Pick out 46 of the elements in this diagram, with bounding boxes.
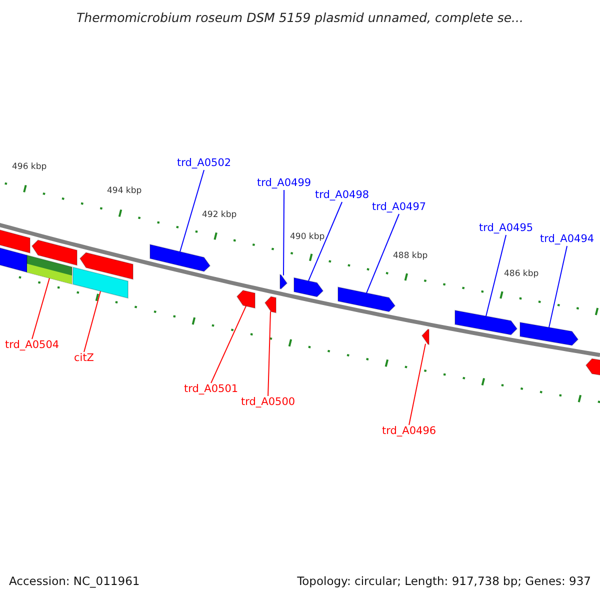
gene-block [236,290,256,309]
scale-label: 492 kbp [202,209,237,222]
leader-line [268,311,271,396]
gene-label: trd_A0494 [540,233,594,246]
gene-block [72,266,128,299]
gene-label: trd_A0495 [479,222,534,235]
gene-block [31,240,78,266]
gene-block [421,328,430,346]
leader-line [548,246,568,328]
gene-label: trd_A0496 [382,425,436,438]
scale-label: 494 kbp [107,185,142,198]
gene-label: trd_A0502 [177,157,232,170]
leader-line [408,343,426,426]
gene-label: trd_A0498 [315,189,370,202]
leader-line [366,214,400,294]
leader-line [84,290,101,352]
gene-block [338,286,396,312]
gene-block [150,244,211,272]
gene-block [294,277,324,298]
gene-label: citZ [74,352,94,365]
leader-line [32,278,50,340]
leader-line [210,306,246,384]
scale-label: 496 kbp [12,161,47,174]
scale-label: 488 kbp [393,250,428,263]
gene-block [79,252,134,280]
gene-block [0,228,30,254]
gene-block [280,274,288,290]
gene-label: trd_A0501 [184,383,238,396]
scale-label: 486 kbp [504,268,539,281]
gene-label: trd_A0500 [241,396,296,409]
gene-label: trd_A0504 [5,339,60,352]
title: Thermomicrobium roseum DSM 5159 plasmid unnamed, complete se... [76,11,524,24]
gene-block [585,358,600,377]
leader-line [486,234,507,317]
gene-label: trd_A0499 [257,177,312,190]
leader-line [283,190,285,276]
footer-text: Accession: NC_011961 [9,575,140,588]
gene-label: trd_A0497 [372,201,426,214]
gene-block [520,322,579,346]
leader-line [180,170,205,252]
footer-text: Topology: circular; Length: 917,738 bp; Genes: 937 [297,575,591,588]
gene-block [0,245,28,273]
gene-block [454,310,518,336]
scale-label: 490 kbp [290,231,325,244]
leader-line [308,202,343,282]
gene-block [264,296,276,314]
